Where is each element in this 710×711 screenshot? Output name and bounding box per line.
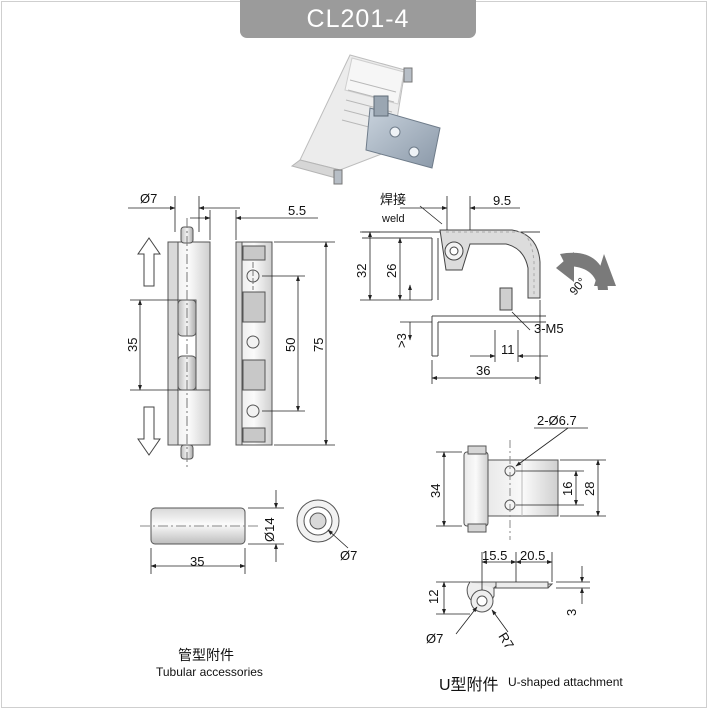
dim-gap: 35 [125, 338, 140, 352]
side-dimension-labels: 焊接 weld 9.5 32 26 >3 3-M5 11 36 90° [354, 192, 589, 378]
dim-offset: 5.5 [288, 203, 306, 218]
dim-tube-length: 35 [190, 554, 204, 569]
front-dimension-labels: Ø7 5.5 35 50 75 [125, 191, 326, 352]
dim-12: 12 [426, 590, 441, 604]
dim-thread: 3-M5 [534, 321, 564, 336]
dim-26: 26 [384, 264, 399, 278]
dim-34: 34 [428, 484, 443, 498]
tube-drawing [140, 499, 340, 545]
u-side-view [466, 581, 554, 613]
dim-gt3: >3 [394, 333, 409, 348]
dim-32: 32 [354, 264, 369, 278]
tube-label-cn: 管型附件 [178, 647, 234, 663]
u-top-view [463, 440, 559, 540]
u-label-en: U-shaped attachment [508, 675, 623, 689]
rotation-arrow [556, 252, 616, 290]
product-code: CL201-4 [306, 4, 410, 33]
u-side-labels: 15.5 20.5 12 3 Ø7 R7 U型附件 U-shaped attac… [426, 548, 623, 694]
dim-u-dia: Ø7 [426, 631, 443, 646]
u-top-labels: 2-Ø6.7 34 16 28 [428, 413, 597, 498]
dim-11: 11 [501, 342, 515, 357]
dim-holes: 2-Ø6.7 [537, 413, 577, 428]
u-label-cn: U型附件 [439, 676, 499, 694]
tube-label-en: Tubular accessories [156, 665, 263, 679]
dim-tube-inner: Ø7 [340, 548, 357, 563]
dim-15-5: 15.5 [482, 548, 507, 563]
dim-36: 36 [476, 363, 490, 378]
front-dimensions [128, 196, 335, 446]
dim-pin-dia: Ø7 [140, 191, 157, 206]
product-photo [290, 54, 441, 185]
motion-arrows [137, 237, 161, 456]
dim-height: 75 [311, 338, 326, 352]
dim-28: 28 [582, 482, 597, 496]
dim-16: 16 [560, 482, 575, 496]
tube-labels: 35 Ø14 Ø7 管型附件 Tubular accessories [156, 517, 357, 679]
dim-radius: R7 [495, 630, 517, 652]
dim-3: 3 [564, 609, 579, 616]
u-side-dimensions [436, 552, 590, 635]
u-top-dimensions [436, 427, 606, 527]
hinge-side-view [362, 229, 546, 357]
product-code-tab: CL201-4 [240, 0, 476, 38]
weld-label-en: weld [381, 213, 405, 225]
dim-20-5: 20.5 [520, 548, 545, 563]
hinge-front-view [167, 218, 273, 470]
side-dimensions [360, 196, 548, 384]
dim-top: 9.5 [493, 193, 511, 208]
weld-label-cn: 焊接 [380, 192, 406, 207]
dim-hole-span: 50 [283, 338, 298, 352]
dim-tube-outer: Ø14 [262, 517, 277, 542]
tube-dimensions [150, 490, 349, 574]
